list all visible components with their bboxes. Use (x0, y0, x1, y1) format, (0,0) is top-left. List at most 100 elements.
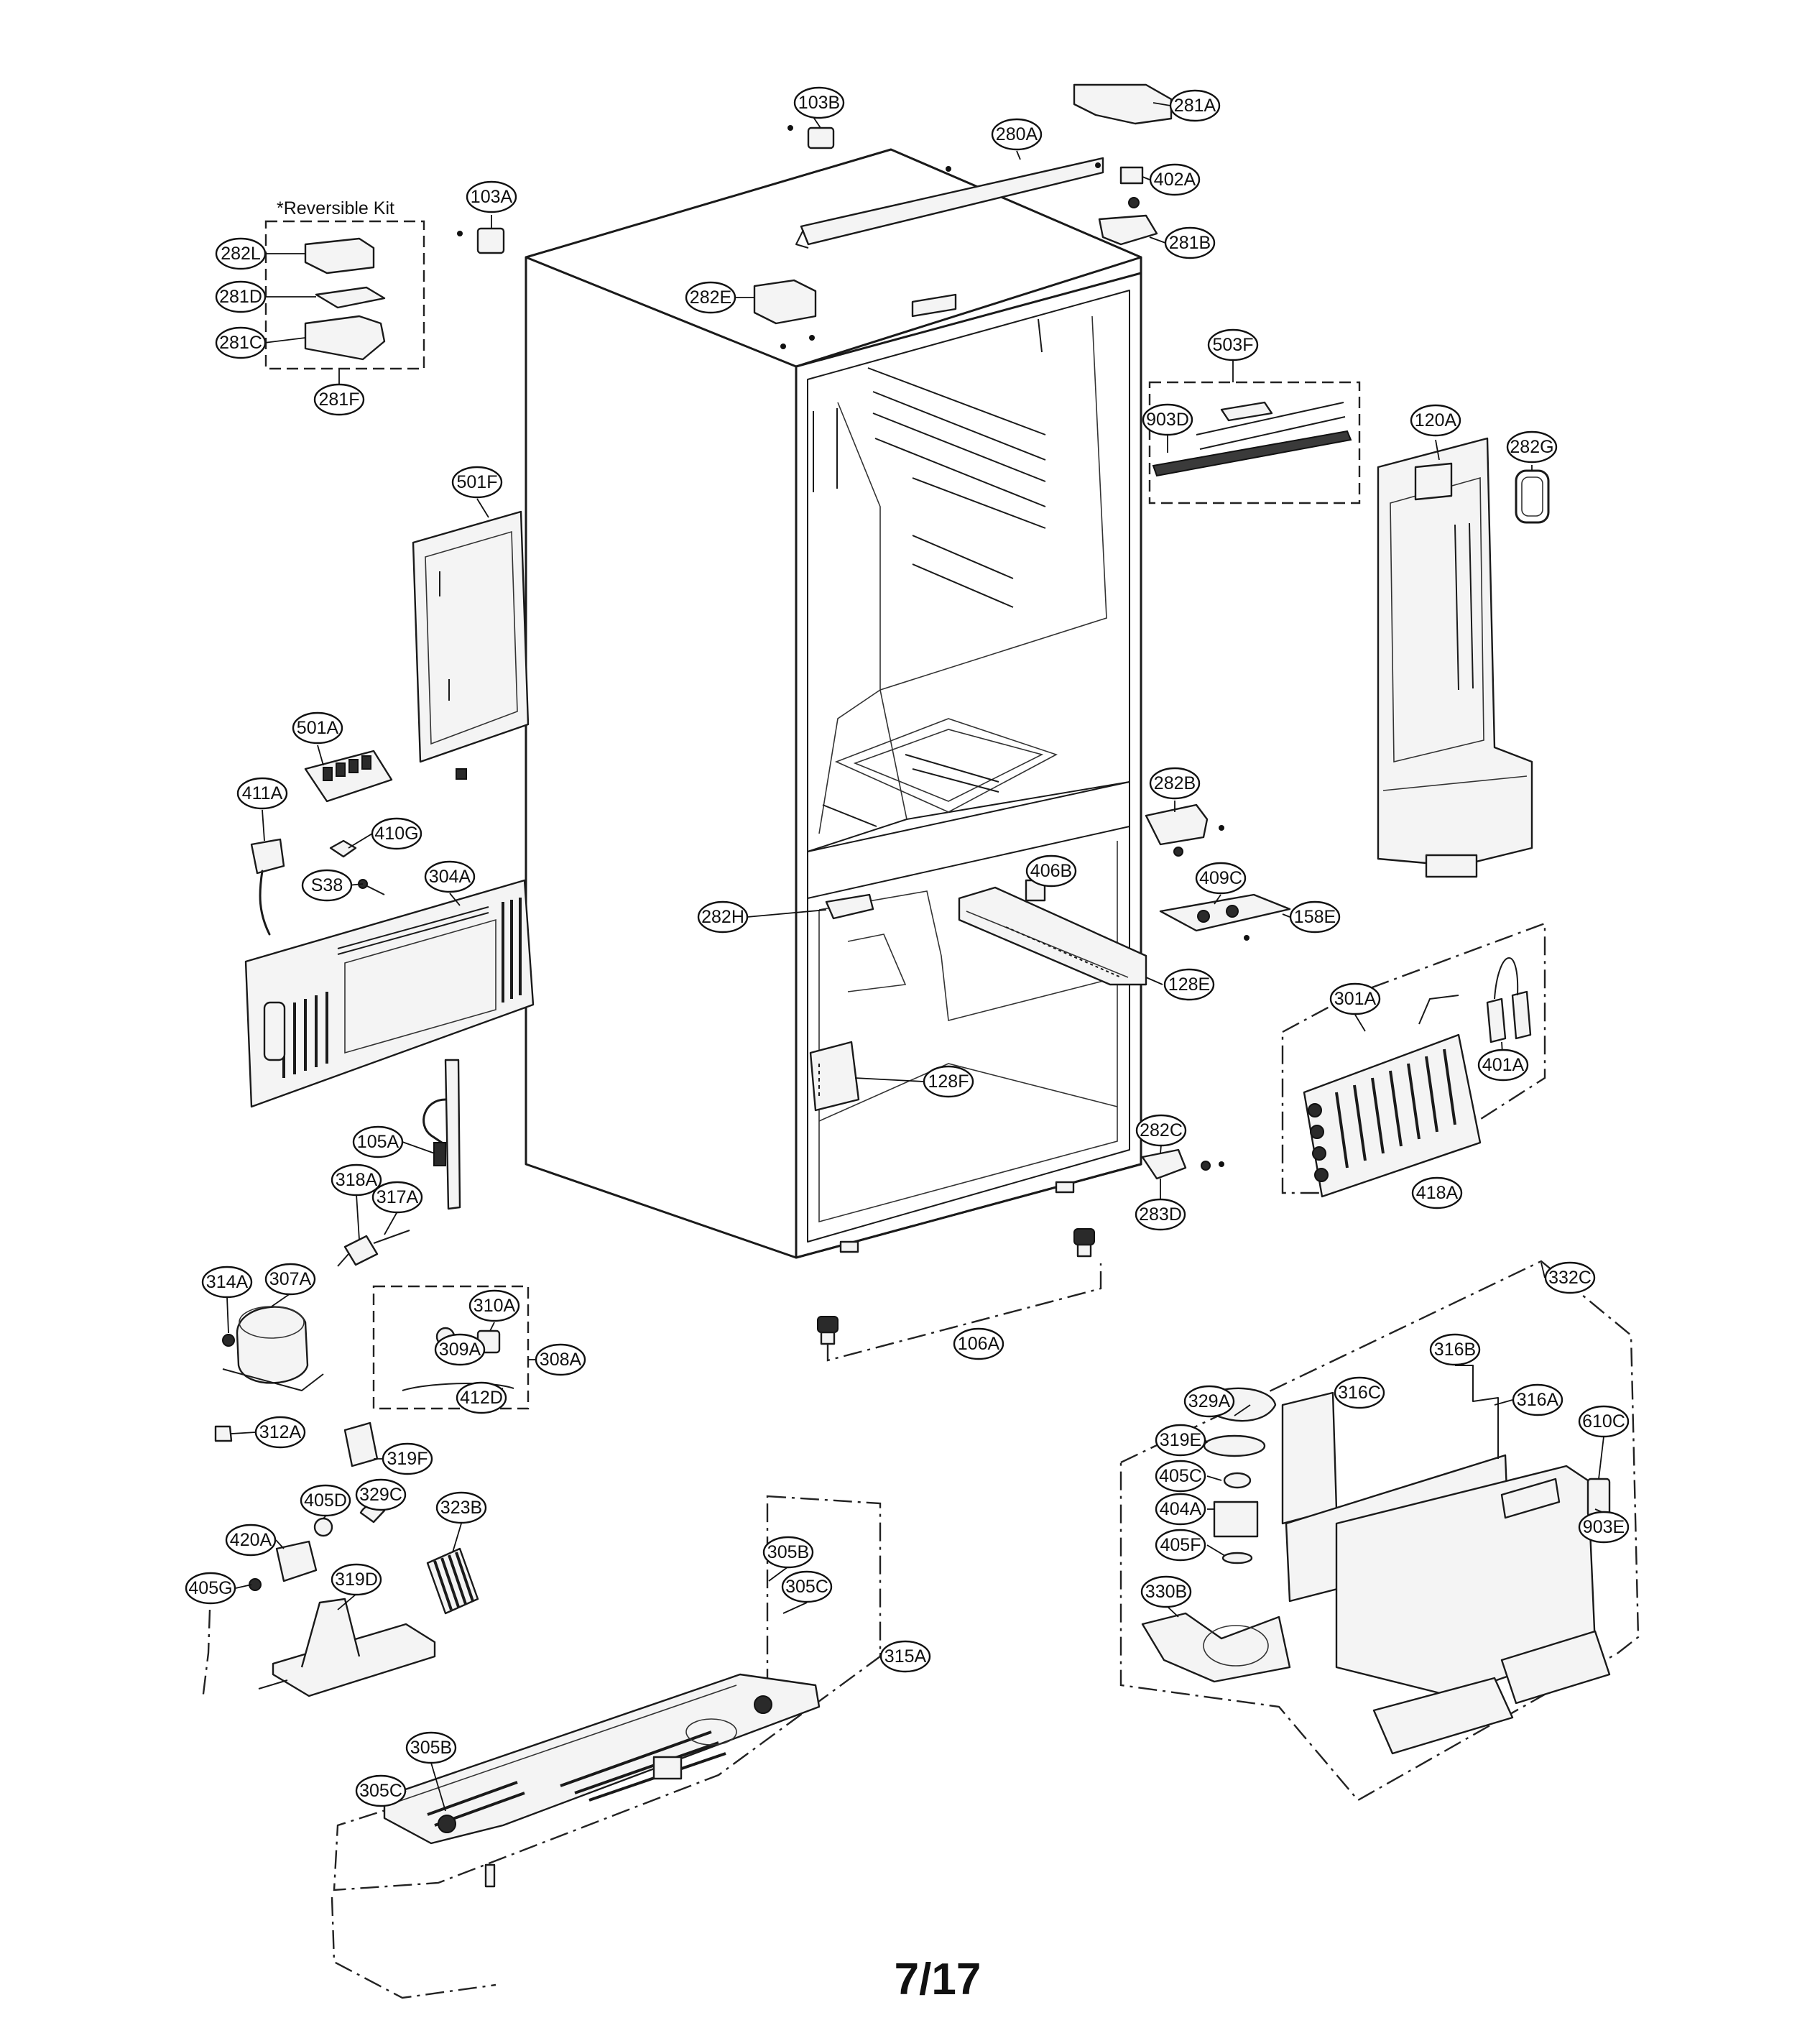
part-103A-shape (476, 227, 505, 254)
callout-315A: 315A (879, 1640, 931, 1673)
callout-oval (1155, 1424, 1206, 1457)
callout-329C: 329C (355, 1478, 407, 1511)
callout-305C: 305C (355, 1774, 407, 1807)
callout-oval (435, 1491, 487, 1524)
callout-oval (1329, 982, 1381, 1015)
callout-text: 319D (335, 1570, 378, 1590)
callout-text: 411A (242, 783, 283, 803)
callout-316C: 316C (1334, 1376, 1385, 1409)
page-number: 7/17 (895, 1955, 981, 2004)
callout-text: 310A (474, 1296, 516, 1316)
callout-oval (331, 1563, 382, 1596)
part-282H-shape (825, 893, 874, 920)
callout-oval (301, 869, 353, 902)
callout-319F: 319F (382, 1442, 433, 1475)
callout-text: 406B (1030, 861, 1072, 881)
lamp-cover-409C-158E (1159, 893, 1291, 941)
callout-281D: 281D (215, 280, 267, 313)
callout-text: 281C (219, 333, 262, 353)
callout-319E: 319E (1155, 1424, 1206, 1457)
callout-411A: 411A (236, 777, 288, 810)
hinge-281B (1098, 214, 1158, 246)
callout-text: 305C (785, 1577, 828, 1597)
callout-oval (264, 1263, 316, 1296)
callout-text: 410G (374, 824, 418, 844)
callout-text: 316B (1434, 1340, 1476, 1360)
callout-text: 282B (1154, 773, 1196, 793)
callout-305B: 305B (762, 1536, 814, 1569)
callout-283D: 283D (1135, 1198, 1186, 1231)
callout-420A: 420A (225, 1524, 277, 1557)
callout-oval (1025, 854, 1077, 888)
bracket-319D (258, 1598, 436, 1697)
callout-501A: 501A (292, 711, 343, 745)
callout-text: 329C (359, 1485, 402, 1505)
callout-oval (434, 1333, 486, 1366)
callout-282L: 282L (215, 237, 267, 270)
callout-oval (1169, 89, 1221, 122)
callout-oval (355, 1774, 407, 1807)
callout-oval (1142, 403, 1193, 436)
callout-oval (1155, 1529, 1206, 1562)
callout-oval (1164, 226, 1216, 259)
callout-103B: 103B (793, 86, 845, 119)
callout-text: 319F (387, 1449, 428, 1469)
callout-text: 103A (471, 187, 513, 207)
callout-text: 281A (1174, 96, 1216, 116)
callout-280A: 280A (991, 118, 1043, 151)
callout-128E: 128E (1163, 968, 1215, 1001)
callout-316A: 316A (1512, 1383, 1563, 1416)
callout-text: 309A (439, 1340, 481, 1360)
condenser-323B (426, 1547, 479, 1615)
callout-oval (1289, 900, 1341, 934)
top-cover-bar-280A (795, 157, 1104, 249)
callout-text: 610C (1582, 1411, 1625, 1432)
callout-oval (215, 326, 267, 359)
callout-128F: 128F (923, 1065, 974, 1098)
hinge-282C-283D (1141, 1148, 1224, 1180)
callout-281C: 281C (215, 326, 267, 359)
callout-text: 305B (410, 1738, 452, 1758)
callout-oval (1410, 404, 1461, 437)
callout-406B: 406B (1025, 854, 1077, 888)
cover-501F (412, 510, 530, 780)
callout-405C: 405C (1155, 1460, 1206, 1493)
callout-oval (292, 711, 343, 745)
callout-oval (225, 1524, 277, 1557)
callout-oval (1149, 767, 1201, 800)
switch-402A (1119, 166, 1144, 185)
callout-oval (781, 1570, 833, 1603)
callout-oval (405, 1731, 457, 1764)
callout-oval (185, 1572, 236, 1605)
leveling-feet-106A (817, 1228, 1102, 1362)
callout-oval (793, 86, 845, 119)
callout-401A: 401A (1477, 1048, 1529, 1082)
callout-503F: 503F (1207, 328, 1259, 361)
callout-oval (685, 281, 736, 314)
callout-text: 128E (1168, 974, 1210, 995)
callout-oval (1544, 1261, 1596, 1294)
callout-text: 312A (259, 1422, 302, 1442)
callout-text: 281B (1169, 233, 1211, 253)
callout-309A: 309A (434, 1333, 486, 1366)
callout-text: 106A (958, 1334, 1000, 1354)
callout-text: 420A (230, 1530, 272, 1550)
callout-text: 412D (460, 1388, 503, 1408)
callout-text: 305B (767, 1542, 809, 1562)
gasket-282G (1515, 469, 1550, 524)
callout-oval (201, 1266, 253, 1299)
callout-text: 319E (1160, 1430, 1201, 1450)
callout-312A: 312A (254, 1416, 306, 1449)
callout-text: 307A (269, 1269, 312, 1289)
callout-405F: 405F (1155, 1529, 1206, 1562)
callout-405D: 405D (300, 1484, 351, 1517)
shelf-rails (813, 318, 1046, 608)
callout-text: 120A (1415, 410, 1457, 430)
duct-assembly-332C (1119, 1260, 1640, 1802)
callout-text: 330B (1145, 1582, 1187, 1602)
callout-282B: 282B (1149, 767, 1201, 800)
callout-text: 305C (359, 1781, 402, 1801)
callout-oval (1207, 328, 1259, 361)
callout-text: 314A (206, 1272, 249, 1292)
